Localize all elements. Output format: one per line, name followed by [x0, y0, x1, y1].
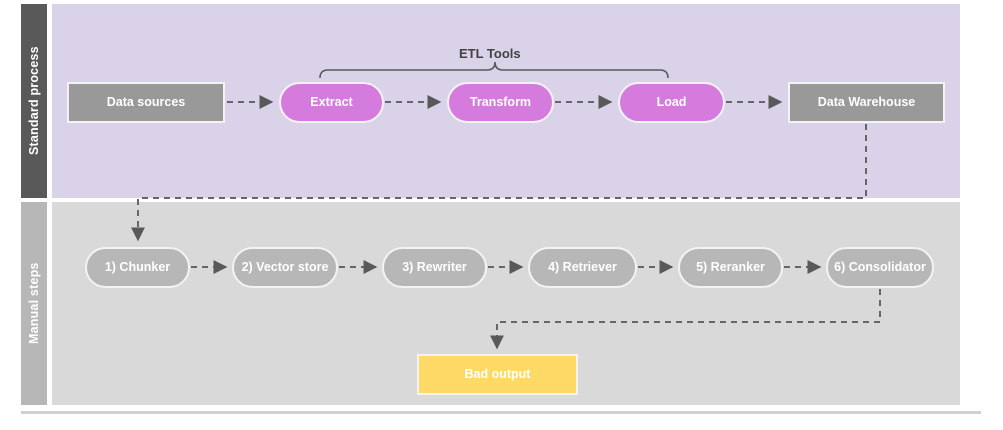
etl-tools-label: ETL Tools — [459, 46, 521, 61]
node-load[interactable]: Load — [618, 82, 725, 123]
node-data-warehouse[interactable]: Data Warehouse — [788, 82, 945, 123]
node-vector-store[interactable]: 2) Vector store — [232, 247, 338, 288]
bottom-divider — [21, 411, 981, 414]
node-rewriter[interactable]: 3) Rewriter — [382, 247, 487, 288]
node-extract[interactable]: Extract — [279, 82, 384, 123]
lane-label-standard-process: Standard process — [21, 4, 47, 198]
node-transform[interactable]: Transform — [447, 82, 554, 123]
lane-label-manual-steps: Manual steps — [21, 202, 47, 405]
node-consolidator[interactable]: 6) Consolidator — [826, 247, 934, 288]
node-bad-output[interactable]: Bad output — [417, 354, 578, 395]
node-data-sources[interactable]: Data sources — [67, 82, 225, 123]
node-reranker[interactable]: 5) Reranker — [678, 247, 783, 288]
node-retriever[interactable]: 4) Retriever — [528, 247, 637, 288]
node-chunker[interactable]: 1) Chunker — [85, 247, 190, 288]
